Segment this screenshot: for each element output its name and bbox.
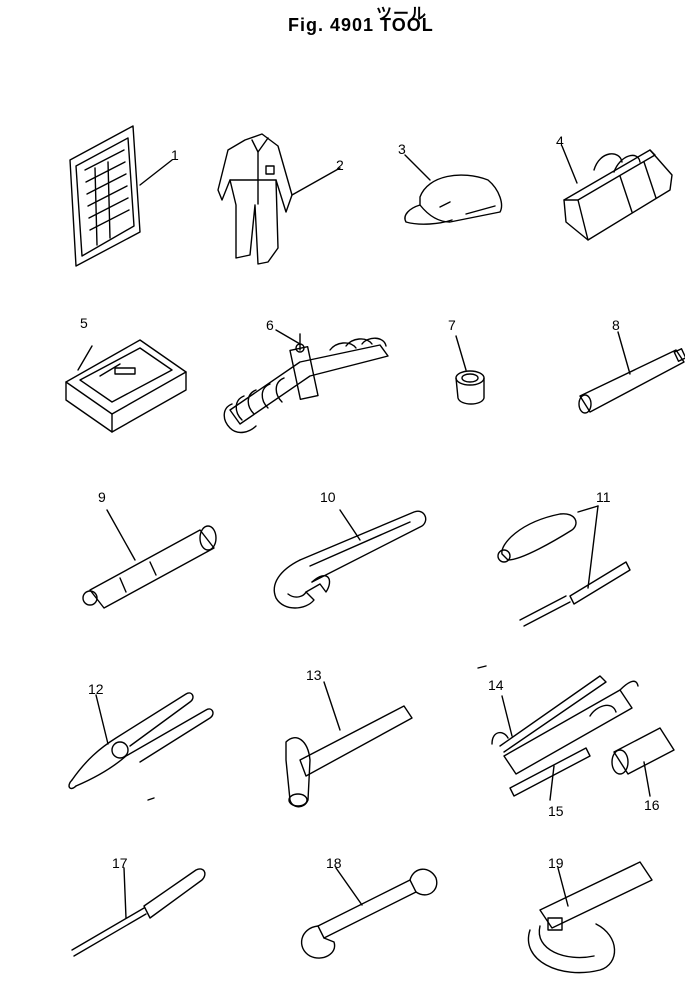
- part-11-screwdriver: [497, 505, 631, 627]
- callout-10: 10: [320, 489, 336, 505]
- callout-17: 17: [112, 855, 128, 871]
- callout-12: 12: [88, 681, 104, 697]
- figure-subtitle: ツール: [376, 4, 428, 23]
- part-14-grease-gun: [491, 675, 639, 775]
- part-2-coverall: [217, 133, 341, 265]
- part-15-nozzle: [509, 747, 591, 801]
- part-16-cartridge: [611, 727, 675, 797]
- callout-7: 7: [448, 317, 456, 333]
- part-9-socket-wrench: [82, 509, 217, 609]
- part-17-screwdriver: [71, 867, 206, 957]
- part-19-filter-wrench: [527, 861, 653, 974]
- callout-6: 6: [266, 317, 274, 333]
- part-12-pliers: [68, 692, 214, 790]
- part-4-tool-bag: [561, 145, 673, 241]
- part-7-socket: [455, 335, 485, 405]
- callout-2: 2: [336, 157, 344, 173]
- callout-3: 3: [398, 141, 406, 157]
- callout-18: 18: [326, 855, 342, 871]
- part-10-adjustable-wrench: [273, 509, 427, 609]
- callout-13: 13: [306, 667, 322, 683]
- figure-title: Fig. 4901 TOOL: [288, 15, 434, 35]
- callout-16: 16: [644, 797, 660, 813]
- callout-4: 4: [556, 133, 564, 149]
- callout-9: 9: [98, 489, 106, 505]
- callout-19: 19: [548, 855, 564, 871]
- callout-1: 1: [171, 147, 179, 163]
- part-8-extension-bar: [578, 331, 685, 414]
- part-3-cap: [404, 154, 503, 225]
- callout-11: 11: [596, 489, 611, 505]
- callout-8: 8: [612, 317, 620, 333]
- callout-14: 14: [488, 677, 504, 693]
- part-5-tool-box: [65, 339, 187, 433]
- part-1-manual: [69, 125, 173, 267]
- part-6-wrench-set: [223, 329, 389, 434]
- callout-5: 5: [80, 315, 88, 331]
- part-18-wrench: [300, 867, 438, 959]
- callout-15: 15: [548, 803, 564, 819]
- part-13-hammer: [285, 681, 413, 808]
